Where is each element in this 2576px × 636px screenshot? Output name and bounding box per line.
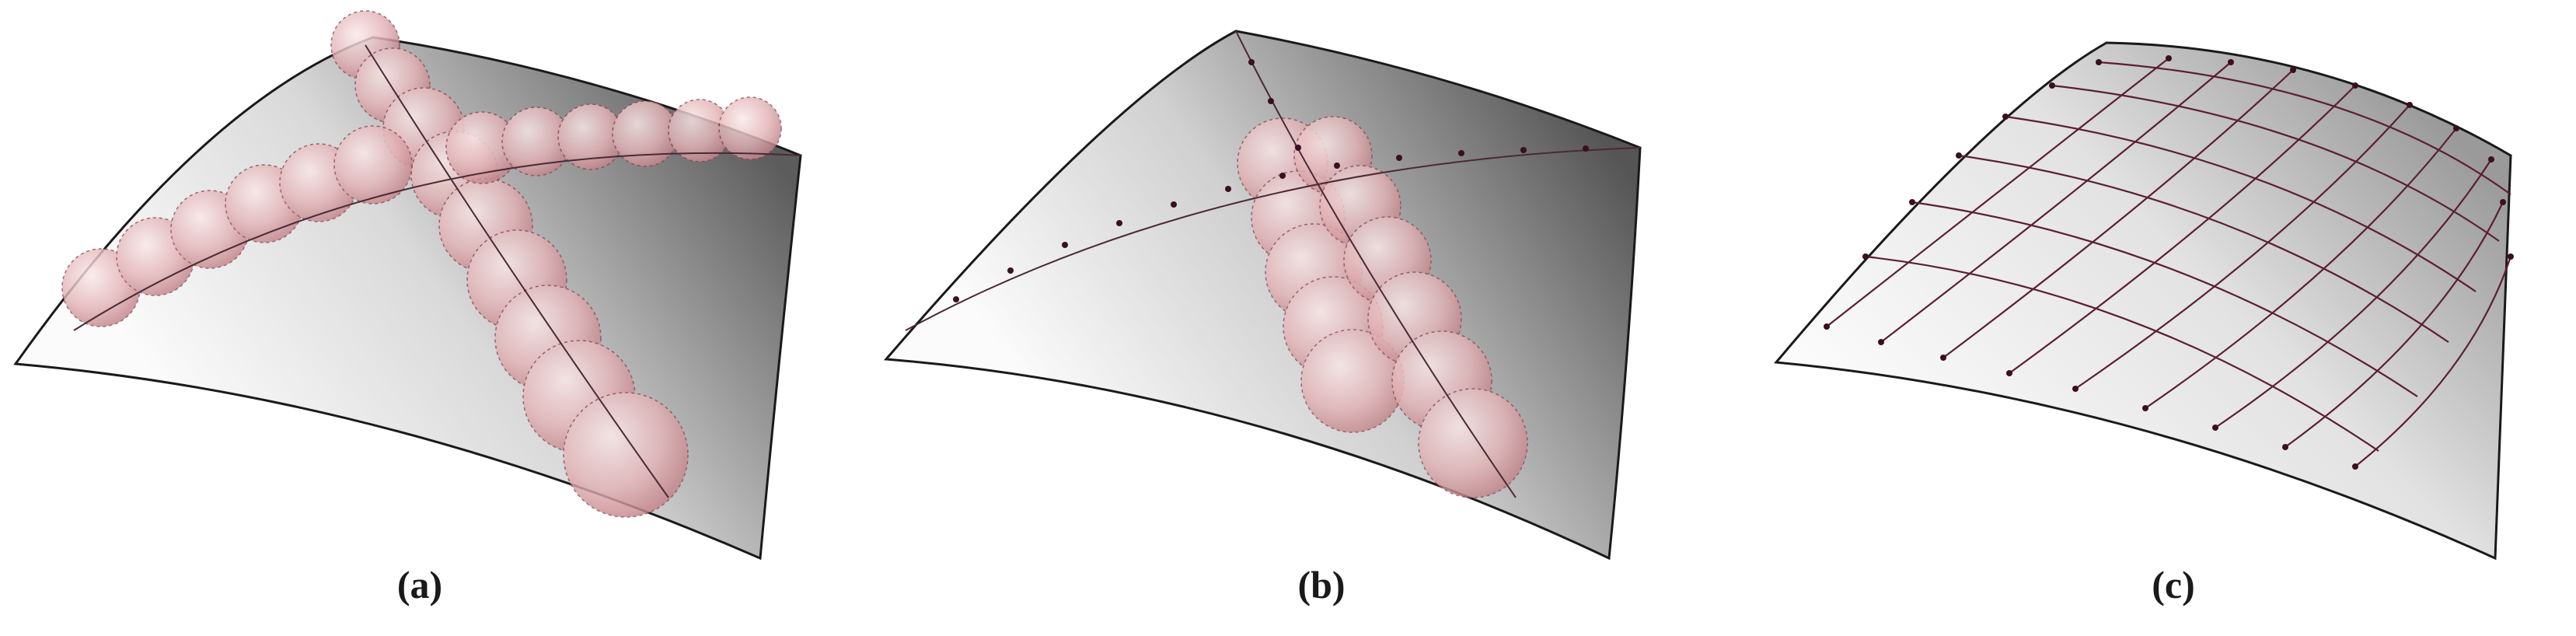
curved-surface — [883, 30, 1642, 561]
panel-c: (c) — [1733, 0, 2576, 636]
panel-c-caption: (c) — [2152, 563, 2195, 606]
geodesic-cross — [905, 147, 1641, 331]
panel-c-illustration — [1774, 41, 2514, 561]
panel-b: (b) — [863, 0, 1718, 636]
panel-b-caption: (b) — [1297, 563, 1346, 606]
sphere-chain-offset-b — [1293, 116, 1528, 498]
geodesic-nodes — [953, 59, 1589, 302]
sphere-chain-diagonal — [330, 10, 689, 518]
gridshell-lines — [1826, 58, 2512, 467]
panel-a-caption: (a) — [396, 563, 443, 606]
geodesic-diagonal — [365, 44, 669, 498]
curved-surface — [1774, 41, 2512, 561]
panel-a-illustration — [13, 10, 802, 561]
gridshell-nodes — [1824, 55, 2514, 470]
panel-a: (a) — [0, 0, 847, 636]
geodesic-main — [1235, 30, 1517, 498]
panel-b-illustration — [883, 30, 1642, 561]
geodesic-cross — [73, 152, 801, 331]
sphere-chain-cross — [61, 96, 782, 327]
